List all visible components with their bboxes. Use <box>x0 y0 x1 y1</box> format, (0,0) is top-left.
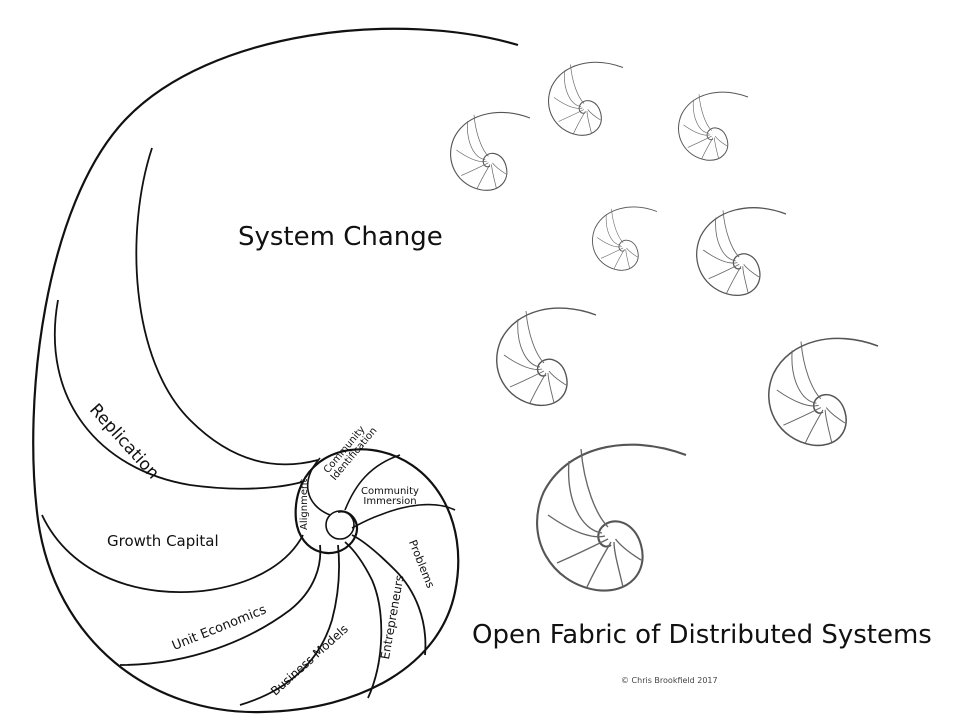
small-shell <box>496 307 597 407</box>
main-nautilus-shell <box>32 27 519 714</box>
small-shell <box>592 206 658 271</box>
label-alignment: Alignment <box>299 478 310 530</box>
copyright: © Chris Brookfield 2017 <box>621 676 718 685</box>
small-shell <box>548 61 624 136</box>
small-shell <box>678 91 749 161</box>
small-shell <box>450 111 531 191</box>
small-shell <box>536 443 688 592</box>
label-system-change: System Change <box>238 222 443 252</box>
label-growth-capital: Growth Capital <box>107 532 219 550</box>
label-community-immersion: Community Immersion <box>361 486 419 507</box>
diagram-title: Open Fabric of Distributed Systems <box>472 620 932 650</box>
small-shell <box>696 207 787 296</box>
small-nautilus-shells <box>450 61 879 592</box>
small-shell <box>768 337 879 447</box>
